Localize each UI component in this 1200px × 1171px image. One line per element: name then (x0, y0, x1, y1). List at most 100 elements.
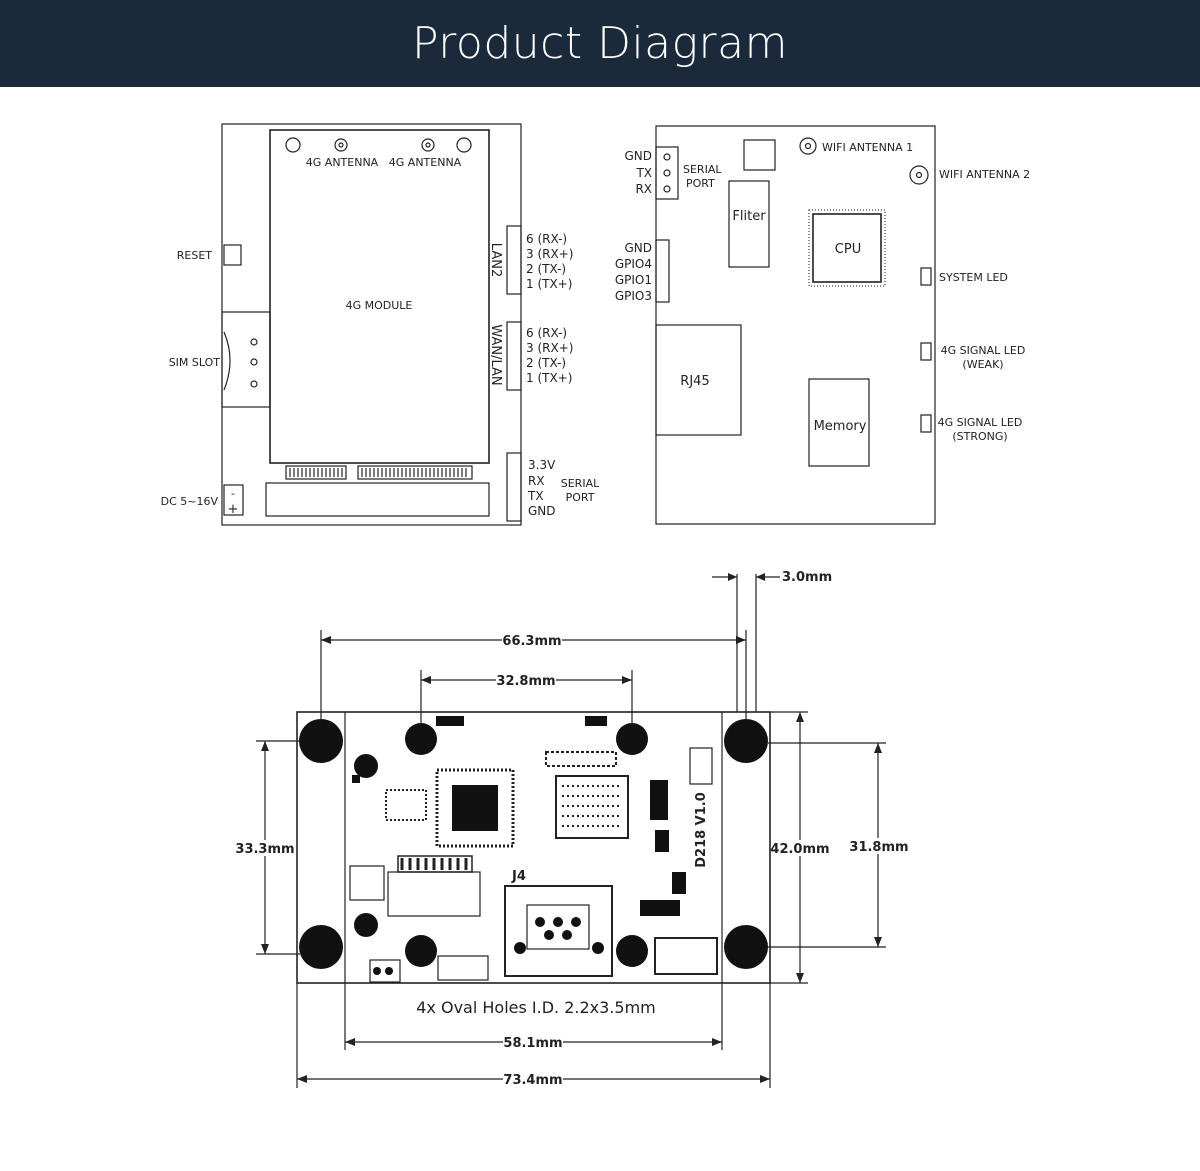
lan2-pin: 1 (TX+) (526, 277, 572, 291)
wifi-antenna-icon (909, 165, 929, 185)
wifi-antenna-1-label: WIFI ANTENNA 1 (822, 141, 913, 154)
mounting-hole-icon (405, 935, 437, 967)
cpu-chip-icon (435, 768, 515, 848)
dim-3mm-label: 3.0mm (782, 570, 832, 585)
mounting-hole-icon (616, 935, 648, 967)
header-pins-icon (369, 959, 401, 983)
mounting-hole-icon (616, 723, 648, 755)
chip-icon (743, 139, 776, 171)
4g-module-outline (269, 129, 490, 464)
serial-pin-right: RX (635, 182, 652, 196)
lan2-pin: 6 (RX-) (526, 232, 567, 246)
sim-slot-label: SIM SLOT (169, 356, 221, 369)
model-silkscreen: D218 V1.0 (694, 792, 709, 868)
mounting-hole-icon (299, 925, 343, 969)
dim-58mm-label: 58.1mm (503, 1036, 562, 1051)
wifi-antenna-2-label: WIFI ANTENNA 2 (939, 168, 1030, 181)
board-dimension-drawing: J4 D218 V1.0 3.0mm 66.3 (235, 570, 909, 1088)
4g-led-strong-icon (920, 414, 932, 433)
system-led-label: SYSTEM LED (939, 271, 1008, 284)
mounting-hole-icon (405, 723, 437, 755)
serial-pin: TX (527, 489, 544, 503)
serial-pin-right: GND (624, 149, 652, 163)
dc-jack-icon (223, 484, 244, 516)
filter-label: Fliter (732, 209, 766, 224)
gpio-pin: GND (624, 241, 652, 255)
gpio-header-icon (655, 239, 670, 303)
4g-led-strong-label: (STRONG) (952, 430, 1007, 443)
serial-pin-right: TX (635, 166, 652, 180)
memory-label: Memory (814, 419, 867, 434)
gpio-pin: GPIO3 (615, 289, 652, 303)
cpu-label: CPU (835, 242, 861, 257)
antenna-connector-icon (421, 138, 435, 152)
hole-icon (456, 137, 472, 153)
4g-antenna-label-2: 4G ANTENNA (389, 156, 462, 169)
memory-chip-icon (555, 775, 629, 839)
wan-pin: 6 (RX-) (526, 326, 567, 340)
cpu-block (812, 213, 882, 283)
serial-pin: RX (528, 474, 545, 488)
4g-led-strong-label: 4G SIGNAL LED (938, 416, 1023, 429)
serial-pin: GND (528, 504, 556, 518)
wifi-antenna-icon (799, 137, 817, 155)
lan2-label: LAN2 (488, 243, 503, 277)
wan-lan-label: WAN/LAN (488, 324, 503, 385)
svg-text:-: - (231, 487, 235, 500)
4g-led-weak-label: (WEAK) (962, 358, 1003, 371)
rj45-block (655, 324, 742, 436)
rj45-port-icon (504, 885, 613, 977)
dim-42mm-label: 42.0mm (770, 842, 829, 857)
rj45-label: RJ45 (680, 374, 709, 389)
lan2-pin: 2 (TX-) (526, 262, 566, 276)
gpio-pin: GPIO1 (615, 273, 652, 287)
serial-port-label: PORT (566, 491, 595, 504)
4g-module-label: 4G MODULE (346, 299, 413, 312)
sim-holder-icon (654, 937, 718, 975)
wan-lan-connector-icon (506, 321, 522, 391)
4g-led-weak-icon (920, 342, 932, 361)
dim-32mm-label: 32.8mm (496, 674, 555, 689)
reset-label: RESET (177, 249, 213, 262)
dim-73mm-label: 73.4mm (503, 1073, 562, 1088)
wan-pin: 2 (TX-) (526, 356, 566, 370)
dc-input-label: DC 5~16V (161, 495, 219, 508)
serial-port-label: SERIAL (561, 477, 600, 490)
transformer-icon (387, 871, 481, 917)
left-board-outline (221, 123, 522, 526)
serial-connector-icon (506, 452, 522, 522)
oval-holes-note: 4x Oval Holes I.D. 2.2x3.5mm (416, 998, 656, 1017)
antenna-connector-icon (334, 138, 348, 152)
left-panel: 4G ANTENNA 4G ANTENNA 4G MODULE RESET SI… (161, 123, 600, 526)
filter-block (728, 180, 770, 268)
serial-pin: 3.3V (528, 458, 556, 472)
serial-port-label-right: PORT (686, 177, 715, 190)
right-panel: GND TX RX SERIAL PORT GND GPIO4 GPIO1 GP… (615, 125, 1030, 525)
page-title: Product Diagram (412, 18, 788, 69)
header-bar: Product Diagram (0, 0, 1200, 87)
wan-pin: 1 (TX+) (526, 371, 572, 385)
memory-block (808, 378, 870, 467)
dim-66mm-label: 66.3mm (502, 634, 561, 649)
product-diagram: 4G ANTENNA 4G ANTENNA 4G MODULE RESET SI… (161, 123, 1030, 1088)
bottom-connector-icon (265, 482, 490, 517)
mounting-hole-icon (299, 719, 343, 763)
mounting-hole-icon (724, 719, 768, 763)
lan2-pin: 3 (RX+) (526, 247, 573, 261)
serial-header-icon (655, 146, 679, 200)
reset-button-icon (223, 244, 242, 266)
lan2-connector-icon (506, 225, 522, 295)
hole-icon (285, 137, 301, 153)
dim-33mm-label: 33.3mm (235, 842, 294, 857)
4g-led-weak-label: 4G SIGNAL LED (941, 344, 1026, 357)
wan-pin: 3 (RX+) (526, 341, 573, 355)
j4-silkscreen: J4 (511, 869, 526, 884)
serial-port-label-right: SERIAL (683, 163, 722, 176)
svg-text:+: + (228, 502, 239, 517)
dim-31mm-label: 31.8mm (849, 840, 908, 855)
system-led-icon (920, 267, 932, 286)
board-outline (296, 711, 771, 984)
gpio-pin: GPIO4 (615, 257, 652, 271)
4g-antenna-label-1: 4G ANTENNA (306, 156, 379, 169)
sim-slot-icon (221, 311, 271, 408)
